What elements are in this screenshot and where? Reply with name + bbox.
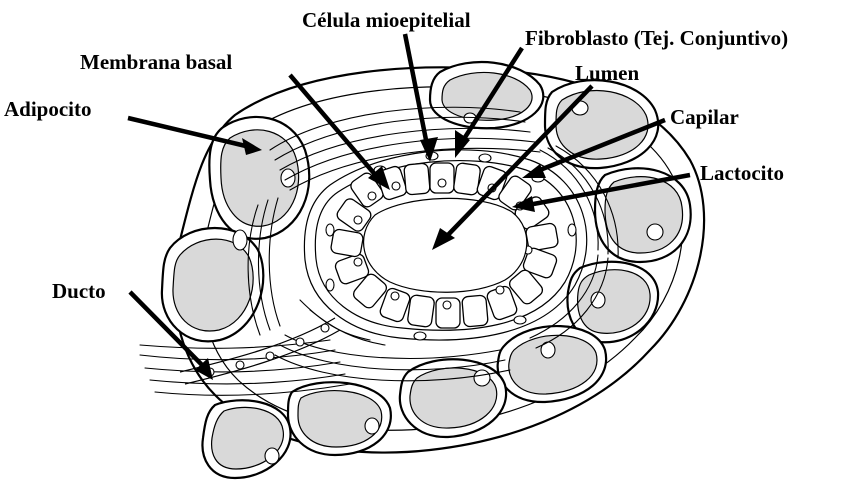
lumen-space (364, 198, 527, 292)
adipocyte-cell (162, 228, 263, 341)
arrow-celula-mioepitelial (405, 34, 428, 150)
label-lactocito: Lactocito (700, 161, 784, 185)
label-membrana-basal: Membrana basal (80, 50, 232, 74)
label-lumen: Lumen (575, 61, 640, 85)
adipocyte-cell (400, 359, 506, 437)
adipocyte-cell (545, 80, 658, 168)
label-celula-mioepitelial: Célula mioepitelial (302, 8, 471, 32)
label-fibroblasto: Fibroblasto (Tej. Conjuntivo) (525, 26, 788, 50)
label-capilar: Capilar (670, 105, 739, 129)
adipocyte-cell (498, 326, 606, 402)
adipocyte-cell (209, 117, 309, 239)
adipocyte-cell (202, 400, 290, 478)
label-adipocito: Adipocito (4, 97, 92, 121)
label-ducto: Ducto (52, 279, 106, 303)
adipocyte-cell (288, 382, 391, 455)
